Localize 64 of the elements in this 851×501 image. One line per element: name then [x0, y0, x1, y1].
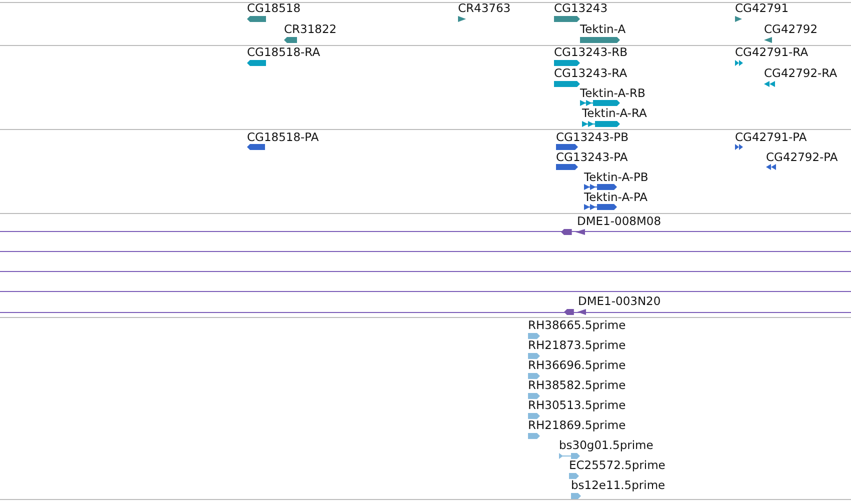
feature-label: Tektin-A-RB	[580, 86, 646, 100]
feature-glyph	[554, 60, 580, 66]
feature-glyph	[584, 204, 617, 210]
feature-label: CG42792-PA	[766, 150, 838, 164]
feature-label: CR31822	[284, 22, 337, 36]
feature-glyph	[528, 353, 540, 359]
feature-glyph	[571, 493, 581, 499]
feature-label: RH21869.5prime	[528, 418, 626, 432]
feature-glyph	[528, 373, 540, 379]
feature-label: EC25572.5prime	[569, 458, 666, 472]
feature-label: CG13243-RB	[554, 45, 628, 59]
feature-label: bs12e11.5prime	[571, 478, 666, 492]
feature-glyph	[247, 16, 266, 22]
feature-label: Tektin-A	[580, 22, 626, 36]
feature-glyph	[735, 144, 743, 150]
feature-glyph	[764, 37, 772, 43]
feature-label: CG18518-PA	[247, 130, 319, 144]
feature-glyph	[554, 81, 580, 87]
feature-glyph	[580, 37, 620, 43]
feature-glyph	[569, 473, 579, 479]
feature-glyph	[735, 60, 743, 66]
feature-glyph	[561, 229, 585, 235]
feature-label: CG13243-RA	[554, 66, 628, 80]
feature-label: Tektin-A-PA	[584, 190, 648, 204]
feature-glyph	[766, 164, 776, 170]
feature-glyph	[528, 413, 540, 419]
feature-label: RH38582.5prime	[528, 378, 626, 392]
feature-label: CG13243-PB	[556, 130, 628, 144]
feature-label: bs30g01.5prime	[559, 438, 654, 452]
feature-label: CG42791	[735, 1, 789, 15]
feature-glyph	[580, 100, 620, 106]
feature-label: DME1-008M08	[577, 214, 662, 228]
feature-glyph	[556, 164, 578, 170]
feature-label: CR43763	[458, 1, 511, 15]
feature-label: DME1-003N20	[578, 294, 661, 308]
feature-label: CG13243	[554, 1, 608, 15]
feature-glyph	[528, 433, 540, 439]
feature-glyph	[764, 81, 775, 87]
feature-glyph	[458, 16, 466, 22]
feature-glyph	[559, 453, 580, 459]
feature-label: RH38665.5prime	[528, 318, 626, 332]
feature-label: CG13243-PA	[556, 150, 628, 164]
feature-glyph	[584, 184, 617, 190]
feature-label: RH36696.5prime	[528, 358, 626, 372]
feature-label: CG42792	[764, 22, 818, 36]
feature-glyph	[554, 16, 580, 22]
feature-glyph	[284, 37, 297, 43]
feature-label: Tektin-A-RA	[582, 106, 647, 120]
feature-glyph	[564, 309, 586, 315]
feature-label: RH21873.5prime	[528, 338, 626, 352]
feature-label: CG42792-RA	[764, 66, 838, 80]
feature-glyph	[247, 144, 265, 150]
feature-glyph	[582, 121, 620, 127]
feature-label: CG42791-RA	[735, 45, 808, 59]
feature-label: CG42791-PA	[735, 130, 807, 144]
feature-glyph	[528, 333, 540, 339]
feature-label: Tektin-A-PB	[584, 170, 648, 184]
feature-glyph	[556, 144, 578, 150]
feature-label: CG18518	[247, 1, 301, 15]
feature-glyph	[735, 16, 742, 22]
feature-label: RH30513.5prime	[528, 398, 626, 412]
feature-glyph	[247, 60, 266, 66]
feature-label: CG18518-RA	[247, 45, 320, 59]
feature-glyph	[528, 393, 540, 399]
